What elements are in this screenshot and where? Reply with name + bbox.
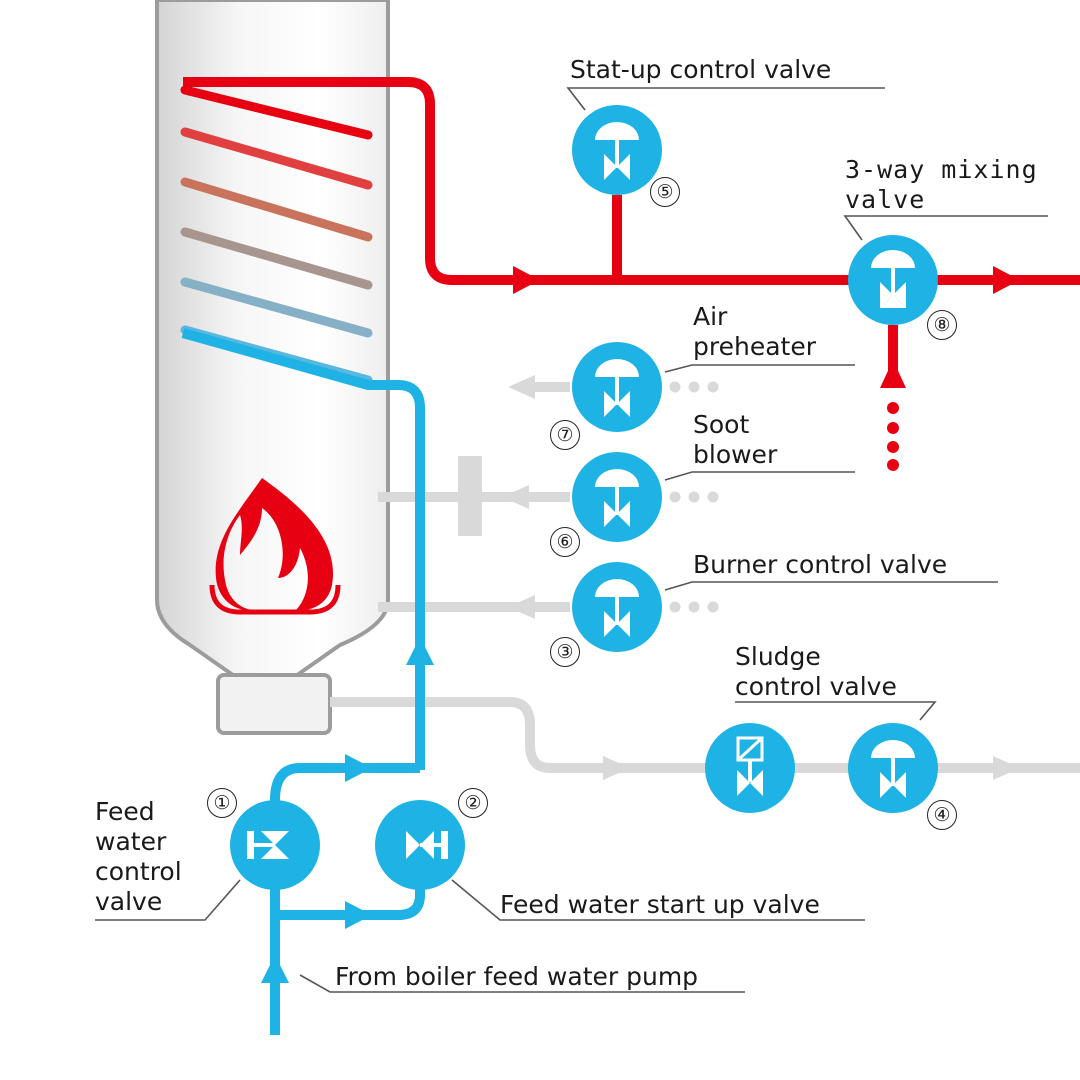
- flow-arrow-icon: [993, 266, 1020, 294]
- marker-4: ④: [927, 800, 957, 830]
- marker-3: ③: [550, 637, 580, 667]
- control-valve-icon: [595, 122, 639, 140]
- marker-6: ⑥: [550, 527, 580, 557]
- flow-arrow-icon: [345, 901, 372, 929]
- valve-7[interactable]: [572, 342, 662, 432]
- valve-4[interactable]: [848, 723, 938, 813]
- water-line: [181, 328, 425, 1035]
- valve-3-label: Burner control valve: [693, 550, 948, 579]
- flow-arrow-icon: [261, 955, 289, 983]
- control-valve-icon: [595, 469, 639, 487]
- control-valve-icon: [871, 250, 915, 268]
- valve-8[interactable]: [848, 235, 938, 325]
- valve-3[interactable]: [572, 562, 662, 652]
- sludge-pot: [216, 673, 332, 735]
- marker-1: ①: [207, 788, 237, 818]
- valve-5[interactable]: [572, 105, 662, 195]
- valve-8-label: 3-way mixing valve: [845, 155, 1038, 214]
- leader-lines: [95, 87, 1048, 993]
- marker-7: ⑦: [550, 420, 580, 450]
- grey-arrowheads: [502, 375, 1020, 780]
- marker-5: ⑤: [650, 177, 680, 207]
- soot-blower-header: [458, 456, 482, 536]
- grey-dots: [669, 381, 719, 613]
- sludge-solenoid-valve[interactable]: [705, 723, 795, 813]
- valve-2-label: Feed water start up valve: [500, 890, 820, 919]
- valve-6-label: Soot blower: [693, 410, 778, 469]
- control-valve-icon: [595, 579, 639, 597]
- flow-arrow-icon: [508, 375, 535, 399]
- red-arrowheads: [513, 266, 1020, 471]
- flow-arrow-icon: [513, 266, 540, 294]
- valve-2[interactable]: [375, 800, 465, 890]
- flow-arrow-icon: [993, 756, 1020, 780]
- inlet-label: From boiler feed water pump: [335, 962, 699, 991]
- flow-arrow-icon: [508, 595, 535, 619]
- control-valve-icon: [406, 831, 420, 859]
- flow-arrow-icon: [345, 754, 372, 782]
- control-valve-icon: [261, 831, 289, 845]
- valve-6[interactable]: [572, 452, 662, 542]
- inactive-lines: [330, 492, 1080, 773]
- valve-1-label: Feed water control valve: [95, 797, 182, 916]
- valve-1[interactable]: [230, 800, 320, 890]
- flow-arrow-icon: [502, 485, 529, 509]
- marker-8: ⑧: [927, 310, 957, 340]
- valve-7-label: Air preheater: [693, 302, 816, 361]
- flow-arrow-icon: [603, 756, 630, 780]
- flow-arrow-icon: [406, 637, 434, 665]
- valve-5-label: Stat-up control valve: [570, 55, 832, 84]
- control-valve-icon: [871, 740, 915, 758]
- marker-2: ②: [458, 788, 488, 818]
- blue-arrowheads: [261, 637, 434, 983]
- valve-4-label: Sludge control valve: [735, 642, 897, 701]
- flow-arrow-icon: [880, 360, 906, 388]
- control-valve-icon: [595, 359, 639, 377]
- flame-icon: [209, 478, 341, 615]
